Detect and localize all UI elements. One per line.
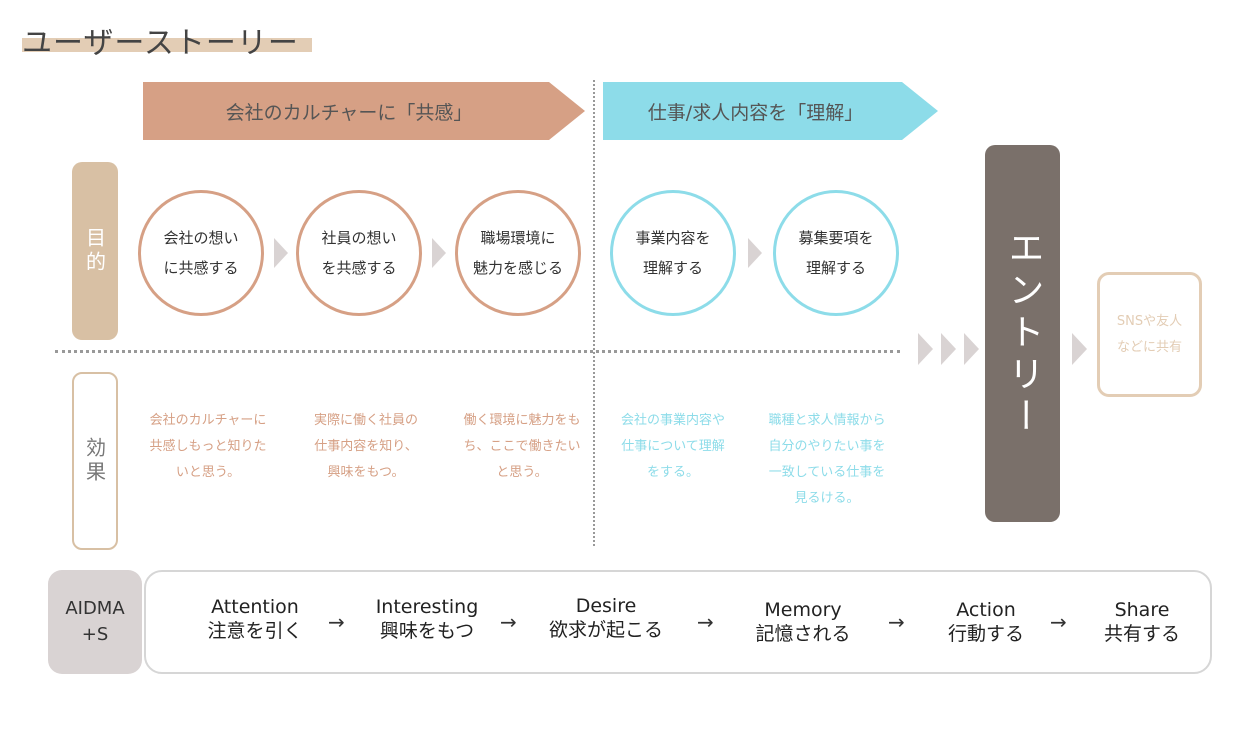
arrow-right-icon: → (328, 610, 345, 634)
chevron-right-icon (432, 238, 446, 268)
phase-understand-arrow: 仕事/求人内容を「理解」 (603, 82, 938, 140)
step-en: Share (1114, 599, 1170, 621)
purpose-circle: 事業内容を理解する (610, 190, 736, 316)
title-underline (22, 38, 312, 52)
aidma-text: AIDMA (65, 598, 125, 619)
circle-text: 社員の想い (321, 229, 397, 247)
arrow-right-icon: → (697, 610, 714, 634)
aidma-flow (144, 570, 1212, 674)
triangle-right-icon (918, 333, 933, 365)
purpose-circle: 会社の想いに共感する (138, 190, 264, 316)
triangle-right-icon (964, 333, 979, 365)
chevron-right-icon (748, 238, 762, 268)
arrow-right-icon: → (500, 610, 517, 634)
step-ja: 記憶される (755, 623, 851, 645)
circle-text: を共感する (321, 259, 397, 277)
phase-divider (593, 80, 595, 546)
effect-line: 興味をもつ。 (327, 465, 405, 480)
effect-text: 職種と求人情報から自分のやりたい事を一致している仕事を見るける。 (752, 408, 902, 512)
step-en: Desire (575, 595, 637, 617)
effect-line: と思う。 (496, 465, 548, 480)
effect-line: 共感しもっと知りた (149, 439, 267, 454)
circle-text: 理解する (805, 259, 866, 277)
effect-line: 仕事内容を知り、 (314, 439, 418, 454)
share-text: SNSや友人 (1116, 313, 1183, 329)
effect-line: 一致している仕事を (768, 465, 886, 480)
step-ja: 欲求が起こる (548, 619, 663, 641)
step-ja: 注意を引く (207, 620, 303, 642)
step-en: Interesting (375, 596, 479, 618)
effect-text: 実際に働く社員の仕事内容を知り、興味をもつ。 (291, 408, 441, 486)
row-divider (55, 350, 900, 353)
step-ja: 興味をもつ (379, 620, 475, 642)
effect-line: をする。 (646, 465, 699, 480)
triangle-right-icon (1072, 333, 1087, 365)
arrow-right-icon: → (888, 610, 905, 634)
row-label-purpose: 目的 (72, 162, 118, 340)
purpose-circle: 職場環境に魅力を感じる (455, 190, 581, 316)
effect-line: 自分のやりたい事を (768, 439, 886, 454)
effect-line: 見るける。 (794, 491, 860, 506)
circle-text: 事業内容を (635, 229, 711, 247)
circle-text: 募集要項を (798, 229, 874, 247)
arrow-right-icon: → (1050, 610, 1067, 634)
entry-box: エントリー (985, 145, 1060, 522)
effect-line: いと思う。 (175, 465, 241, 480)
step-en: Memory (764, 599, 842, 621)
effect-text: 会社のカルチャーに共感しもっと知りたいと思う。 (133, 408, 283, 486)
triangle-right-icon (941, 333, 956, 365)
share-text: などに共有 (1116, 339, 1182, 355)
effect-text: 働く環境に魅力をもち、ここで働きたいと思う。 (447, 408, 597, 486)
purpose-circle: 社員の想いを共感する (296, 190, 422, 316)
effect-line: 実際に働く社員の (313, 413, 418, 428)
step-en: Attention (211, 596, 299, 618)
effect-line: 職種と求人情報から (768, 413, 886, 428)
aidma-label: AIDMA +S (48, 570, 142, 674)
share-box: SNSや友人などに共有 (1097, 272, 1202, 397)
circle-text: 会社の想い (163, 229, 239, 247)
purpose-circle: 募集要項を理解する (773, 190, 899, 316)
row-label-effect: 効果 (72, 372, 118, 550)
page-title: ユーザーストーリー (22, 26, 299, 61)
effect-text: 会社の事業内容や仕事について理解をする。 (598, 408, 748, 486)
effect-line: 会社のカルチャーに (149, 413, 267, 428)
circle-text: 理解する (642, 259, 703, 277)
circle-text: に共感する (163, 259, 239, 277)
phase-empathy-arrow: 会社のカルチャーに「共感」 (143, 82, 585, 140)
step-ja: 共有する (1103, 623, 1180, 645)
aidma-text: +S (81, 624, 109, 645)
effect-line: 会社の事業内容や (620, 413, 725, 428)
effect-line: 仕事について理解 (621, 439, 725, 454)
circle-text: 魅力を感じる (472, 259, 563, 277)
effect-line: 働く環境に魅力をも (463, 413, 581, 428)
effect-line: ち、ここで働きたい (463, 439, 581, 454)
step-ja: 行動する (947, 623, 1024, 645)
step-en: Action (956, 599, 1016, 621)
circle-text: 職場環境に (480, 229, 556, 247)
chevron-right-icon (274, 238, 288, 268)
